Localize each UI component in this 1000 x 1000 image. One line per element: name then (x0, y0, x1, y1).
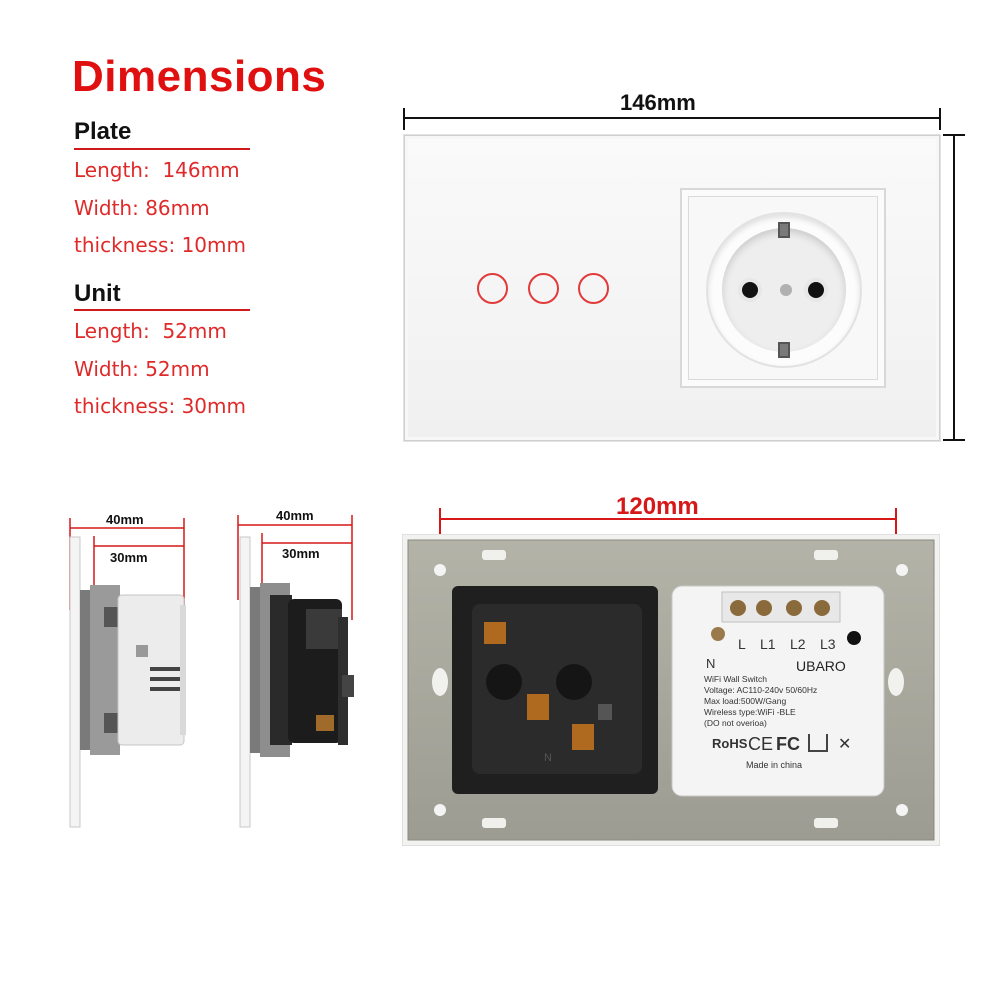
side2-outer-depth: 40mm (276, 508, 314, 523)
weee-bin-icon: ✕ (838, 736, 852, 753)
socket-n-mark: N (544, 752, 552, 764)
touch-button-1[interactable] (477, 273, 508, 304)
brand-label: UBARO (796, 658, 846, 674)
module-spec-block: WiFi Wall Switch Voltage: AC110-240v 50/… (704, 674, 818, 728)
pin-hole-left (742, 282, 758, 298)
plate-length: Length: 146mm (74, 158, 240, 182)
side2-unit-depth: 30mm (282, 546, 320, 561)
ce-mark: CE (748, 734, 774, 754)
fc-mark: FC (776, 734, 800, 754)
back-view (402, 534, 940, 846)
home-icon (808, 734, 828, 752)
hole-spacing-label: 120mm (616, 493, 699, 520)
terminal-n: N (706, 656, 716, 671)
unit-heading: Unit (74, 280, 121, 307)
unit-length: Length: 52mm (74, 319, 227, 343)
touch-button-2[interactable] (528, 273, 559, 304)
unit-thickness: thickness: 30mm (74, 394, 246, 418)
side1-unit-depth: 30mm (110, 550, 148, 565)
plate-thickness: thickness: 10mm (74, 233, 246, 257)
side-view-white (69, 536, 186, 828)
terminal-l2: L2 (790, 636, 806, 652)
rohs-mark: RoHS (712, 736, 748, 751)
made-in-label: Made in china (746, 760, 803, 770)
earth-clip-top (778, 222, 790, 238)
terminal-l: L (738, 636, 746, 652)
pin-hole-right (808, 282, 824, 298)
unit-width: Width: 52mm (74, 357, 210, 381)
terminal-l1: L1 (760, 636, 776, 652)
plate-width: Width: 86mm (74, 196, 210, 220)
plate-underline (74, 148, 250, 150)
plate-heading: Plate (74, 118, 132, 145)
width-label: 146mm (620, 90, 696, 115)
unit-underline (74, 309, 250, 311)
terminal-l3: L3 (820, 636, 836, 652)
earth-clip-bottom (778, 342, 790, 358)
socket-center-screw (780, 284, 792, 296)
page-title: Dimensions (72, 52, 327, 101)
touch-button-3[interactable] (578, 273, 609, 304)
side-view-socket (239, 536, 354, 828)
side1-outer-depth: 40mm (106, 512, 144, 527)
